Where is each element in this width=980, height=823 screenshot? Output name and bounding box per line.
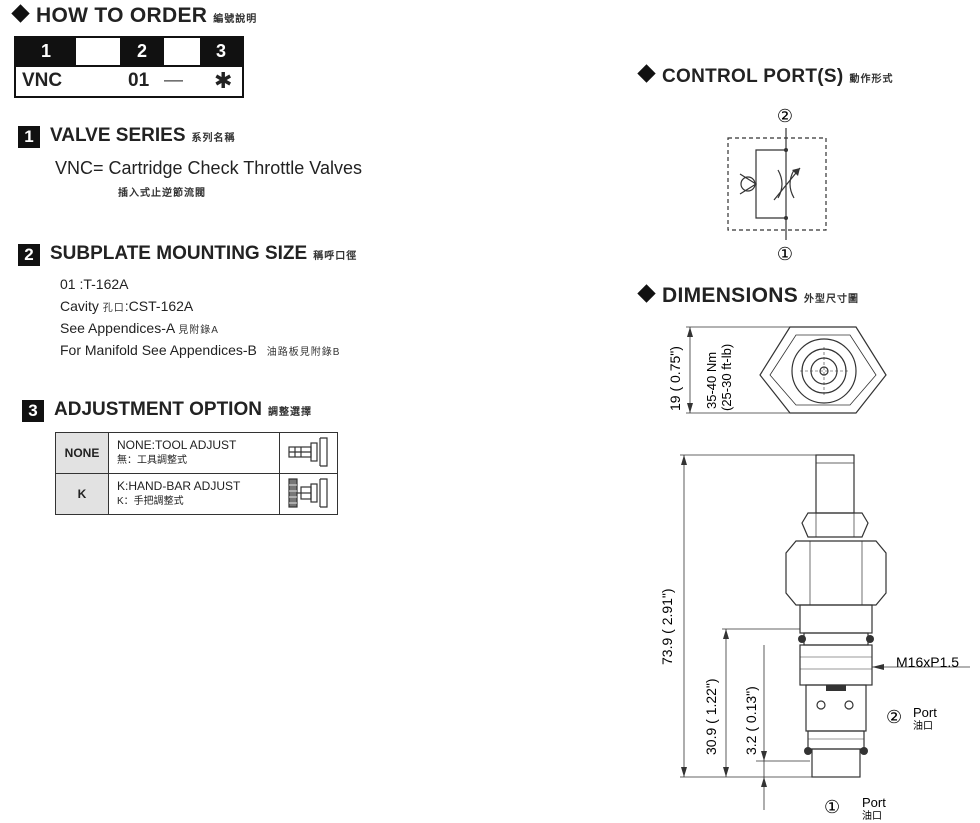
section-number: 1 [18, 126, 40, 148]
port-1-cn: 油口 [862, 809, 882, 822]
code-series: VNC [22, 70, 63, 91]
port-2-number: ② [886, 707, 902, 727]
total-length: 73.9 ( 2.91") [659, 588, 675, 665]
valve-series-desc-cn: 插入式止逆節流閥 [118, 188, 206, 199]
dimensions-drawing: 19 ( 0.75") 35-40 Nm (25-30 ft-lb) 73.9 … [659, 326, 970, 822]
torque-ftlb: (25-30 ft-lb) [719, 344, 734, 411]
subplate-line-3: See Appendices-A 見附錄A [60, 320, 219, 336]
table-row: K K:HAND-BAR ADJUST K：手把調整式 [55, 473, 338, 515]
section-number: 3 [22, 400, 44, 422]
order-code-values: VNC 01 — ✱ [16, 65, 242, 96]
port-1-number: ① [824, 797, 840, 817]
position-2: 2 [120, 38, 164, 65]
port-1-label: Port [862, 795, 886, 810]
torque-nm: 35-40 Nm [704, 352, 719, 409]
control-port-title: CONTROL PORT(S)動作形式 [637, 64, 893, 88]
tool-adjust-icon [287, 436, 328, 467]
subplate-line-2: Cavity 孔口:CST-162A [60, 298, 194, 314]
control-port-symbol: ② ① [727, 106, 827, 264]
adjustment-desc: NONE:TOOL ADJUST 無：工具調整式 [108, 432, 280, 474]
adjustment-desc: K:HAND-BAR ADJUST K：手把調整式 [108, 473, 280, 515]
diamond-bullet-icon [637, 64, 656, 83]
position-1: 1 [16, 38, 76, 65]
position-3: 3 [200, 38, 242, 65]
code-separator: — [164, 70, 183, 91]
adjustment-key: NONE [55, 432, 109, 474]
port-2-label: ② [777, 106, 793, 126]
section-number: 2 [18, 244, 40, 266]
code-size: 01 [128, 70, 150, 91]
thread-length: 30.9 ( 1.22") [703, 678, 719, 755]
hex-dimension: 19 ( 0.75") [667, 346, 683, 411]
section-title: VALVE SERIES [50, 125, 186, 146]
hand-bar-adjust-icon [287, 477, 328, 508]
code-option: ✱ [214, 68, 233, 93]
diamond-bullet-icon [11, 4, 30, 23]
section-title: ADJUSTMENT OPTION [54, 399, 262, 420]
order-code-positions: 1 2 3 [16, 38, 242, 67]
section-title: SUBPLATE MOUNTING SIZE [50, 243, 308, 264]
order-code-box: 1 2 3 VNC 01 — ✱ [14, 36, 244, 98]
table-row: NONE NONE:TOOL ADJUST 無：工具調整式 [55, 432, 338, 474]
port-1-label: ① [777, 244, 793, 264]
port-2-label: Port [913, 705, 937, 720]
subplate-line-1: 01 :T-162A [60, 276, 129, 292]
adjustment-table: NONE NONE:TOOL ADJUST 無：工具調整式 K K:HAND [55, 432, 338, 515]
thread-spec: M16xP1.5 [896, 654, 959, 670]
tip-length: 3.2 ( 0.13") [743, 686, 759, 755]
page-title-cn: 編號說明 [213, 14, 258, 25]
subplate-line-4: For Manifold See Appendices-B 油路板見附錄B [60, 342, 341, 358]
valve-series-desc: VNC= Cartridge Check Throttle Valves [55, 158, 362, 178]
port-2-cn: 油口 [913, 719, 933, 732]
diamond-bullet-icon [637, 284, 656, 303]
adjustment-key: K [55, 473, 109, 515]
